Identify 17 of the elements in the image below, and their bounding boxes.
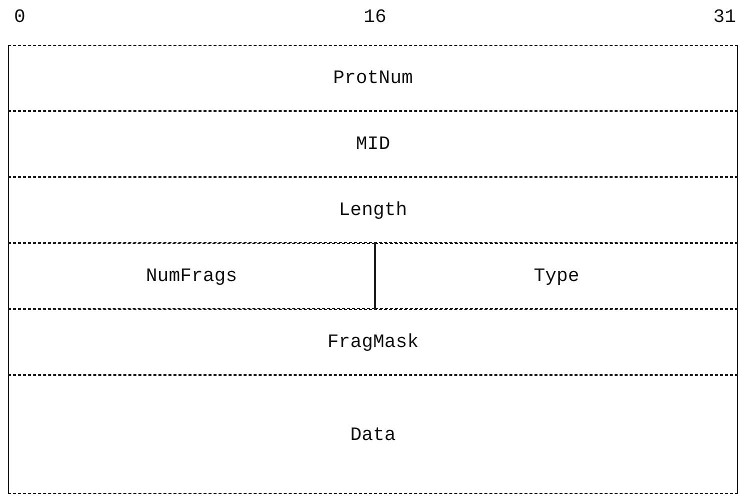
- field-box: [375, 243, 738, 309]
- field-name: ProtNum: [333, 67, 413, 89]
- field-name: Type: [534, 265, 580, 287]
- field-name: FragMask: [327, 331, 419, 353]
- field-box: [8, 177, 738, 243]
- field-name: Data: [350, 424, 396, 446]
- field-box: [8, 45, 738, 111]
- field-name: NumFrags: [146, 265, 238, 287]
- field-box: [8, 243, 375, 309]
- field-box: [8, 111, 738, 177]
- field-box: [8, 375, 738, 494]
- bit-number: 31: [713, 6, 736, 28]
- field-box: [8, 309, 738, 375]
- bit-number: 0: [14, 6, 26, 28]
- field-name: MID: [356, 133, 390, 155]
- bit-number: 16: [364, 6, 386, 28]
- field-name: Length: [338, 199, 408, 221]
